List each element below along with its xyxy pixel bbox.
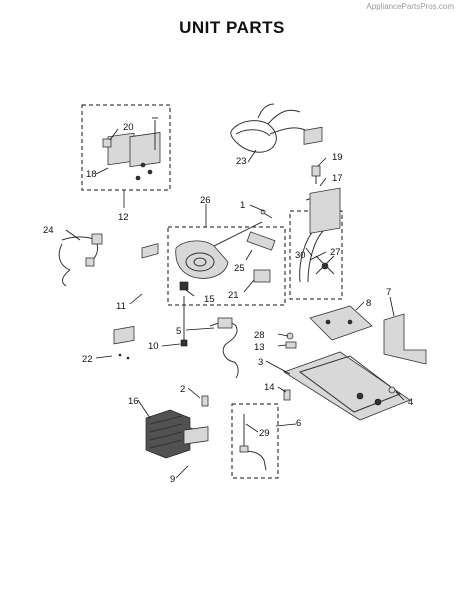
callout-14: 14 — [264, 382, 275, 393]
watermark: AppliancePartsPros.com — [366, 2, 454, 11]
callout-29: 29 — [259, 428, 270, 439]
callout-8: 8 — [366, 298, 371, 309]
callout-25: 25 — [234, 263, 245, 274]
callout-16: 16 — [128, 396, 139, 407]
bracket-17 — [303, 126, 323, 201]
valve-19 — [311, 165, 321, 184]
plate-22 — [113, 325, 135, 360]
part-1-screw — [260, 209, 273, 219]
part-21-block — [253, 269, 271, 283]
group-box-6 — [231, 403, 279, 479]
group-box-26 — [167, 226, 286, 306]
callout-19: 19 — [332, 152, 343, 163]
screw-2 — [201, 395, 209, 407]
callout-15: 15 — [204, 294, 215, 305]
callout-5: 5 — [176, 326, 181, 337]
callout-17: 17 — [332, 173, 343, 184]
base-pan-3 — [283, 351, 411, 421]
callout-27: 27 — [330, 247, 341, 258]
part-20-plug — [102, 138, 112, 148]
control-board-assembly — [102, 117, 161, 181]
leader-lines — [65, 128, 405, 479]
callout-23: 23 — [236, 156, 247, 167]
callout-13: 13 — [254, 342, 265, 353]
callout-2: 2 — [180, 384, 185, 395]
pump-assembly-26 — [175, 221, 276, 291]
block-9 — [183, 426, 209, 445]
group-box-12 — [81, 104, 171, 191]
callout-20: 20 — [123, 122, 134, 133]
page-title: UNIT PARTS — [179, 18, 285, 37]
callout-21: 21 — [228, 290, 239, 301]
callout-7: 7 — [386, 287, 391, 298]
drain-hose-5 — [209, 317, 239, 379]
part-15-nut — [179, 281, 189, 291]
bracket-11 — [141, 243, 159, 259]
condenser-16 — [145, 409, 202, 459]
callout-18: 18 — [86, 169, 97, 180]
heater-29 — [239, 414, 267, 471]
callout-9: 9 — [170, 474, 175, 485]
callout-28: 28 — [254, 330, 265, 341]
wire-harness-24 — [58, 233, 103, 287]
callout-30: 30 — [295, 250, 306, 261]
part-25-rod — [246, 231, 276, 251]
callout-4: 4 — [408, 397, 413, 408]
callout-12: 12 — [118, 212, 129, 223]
wire-harness-23 — [230, 103, 306, 153]
callout-26: 26 — [200, 195, 211, 206]
screw-14 — [283, 389, 291, 401]
callout-10: 10 — [148, 341, 159, 352]
callout-11: 11 — [116, 301, 126, 312]
panel-7 — [383, 313, 427, 365]
cover-plate-8 — [309, 305, 373, 341]
callout-3: 3 — [258, 357, 263, 368]
callout-24: 24 — [43, 225, 54, 236]
parts-13-28 — [285, 332, 297, 349]
callout-6: 6 — [296, 418, 301, 429]
callout-1: 1 — [240, 200, 245, 211]
callout-22: 22 — [82, 354, 93, 365]
screw-4 — [388, 386, 396, 394]
fan-shroud-30 — [299, 187, 341, 283]
screw-10 — [180, 296, 188, 347]
